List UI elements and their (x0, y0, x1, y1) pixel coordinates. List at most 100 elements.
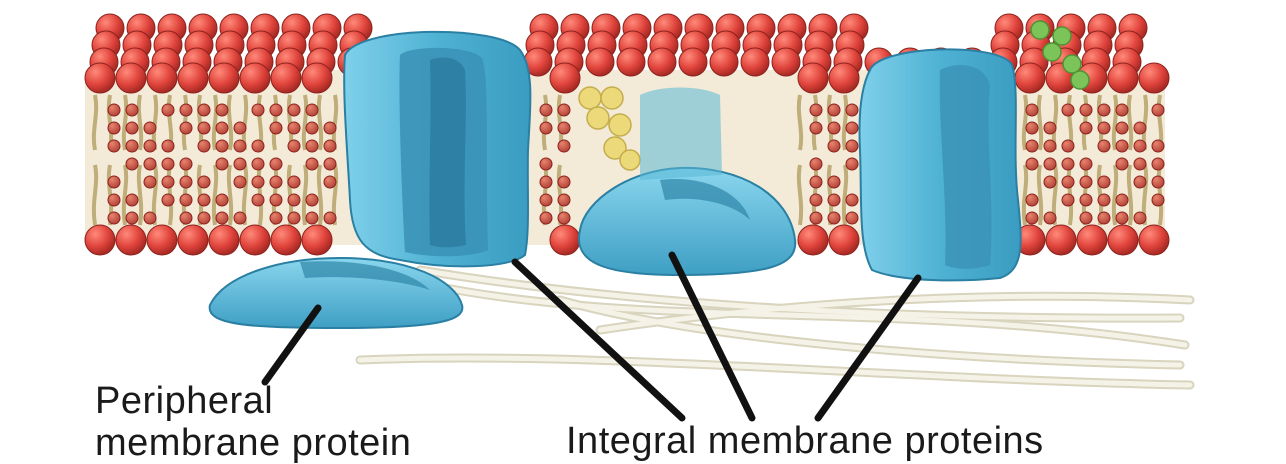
interior-lipid (1134, 140, 1146, 152)
interior-lipid (1098, 140, 1110, 152)
interior-lipid (1062, 176, 1074, 188)
interior-lipid (108, 140, 120, 152)
phospholipid-head (178, 63, 208, 93)
interior-lipid (1080, 212, 1092, 224)
interior-lipid (180, 104, 192, 116)
phospholipid-head (209, 225, 239, 255)
interior-lipid (162, 140, 174, 152)
fatty-acid-tail (1024, 95, 1026, 150)
interior-lipid (558, 212, 570, 224)
interior-lipid (216, 158, 228, 170)
interior-lipid (1134, 176, 1146, 188)
phospholipid-head (302, 63, 332, 93)
interior-lipid (540, 212, 552, 224)
interior-lipid (810, 122, 822, 134)
interior-lipid (288, 212, 300, 224)
phospholipid-head (116, 225, 146, 255)
fatty-acid-tail (94, 165, 96, 225)
interior-lipid (270, 212, 282, 224)
interior-lipid (108, 194, 120, 206)
phospholipid-head (617, 48, 645, 76)
phospholipid-head (1108, 225, 1138, 255)
phospholipid-head (586, 48, 614, 76)
fatty-acid-tail (304, 165, 306, 225)
interior-lipid (540, 104, 552, 116)
fatty-acid-tail (124, 95, 126, 150)
fatty-acid-tail (304, 95, 306, 150)
interior-lipid (198, 176, 210, 188)
interior-lipid (324, 212, 336, 224)
interior-lipid (558, 140, 570, 152)
interior-lipid (288, 122, 300, 134)
phospholipid-head (147, 225, 177, 255)
interior-lipid (558, 194, 570, 206)
interior-lipid (198, 194, 210, 206)
interior-lipid (180, 176, 192, 188)
interior-lipid (1116, 212, 1128, 224)
fatty-acid-tail (1114, 95, 1116, 150)
interior-lipid (162, 194, 174, 206)
phospholipid-head (710, 48, 738, 76)
interior-lipid (270, 122, 282, 134)
interior-lipid (144, 212, 156, 224)
interior-lipid (828, 140, 840, 152)
label-peripheral-membrane-protein: Peripheral membrane protein (95, 380, 411, 464)
interior-lipid (1134, 212, 1146, 224)
fatty-acid-tail (124, 165, 126, 225)
integral-protein-channel (344, 32, 530, 266)
label-peripheral-line1: Peripheral (95, 380, 411, 422)
phospholipid-head (1139, 225, 1169, 255)
fatty-acid-tail (319, 165, 321, 225)
fatty-acid-tail (94, 95, 96, 150)
interior-lipid (180, 122, 192, 134)
interior-lipid (810, 176, 822, 188)
interior-lipid (306, 194, 318, 206)
interior-lipid (846, 104, 858, 116)
interior-lipid (108, 212, 120, 224)
phospholipid-head (798, 63, 828, 93)
interior-lipid (1152, 104, 1164, 116)
interior-lipid (126, 140, 138, 152)
interior-lipid (252, 104, 264, 116)
interior-lipid (198, 140, 210, 152)
interior-lipid (1116, 140, 1128, 152)
interior-lipid (540, 122, 552, 134)
fatty-acid-tail (799, 95, 801, 150)
interior-lipid (126, 122, 138, 134)
phospholipid-head (798, 225, 828, 255)
interior-lipid (1026, 104, 1038, 116)
interior-lipid (1116, 122, 1128, 134)
phospholipid-head (1139, 63, 1169, 93)
phospholipid-head (240, 63, 270, 93)
interior-lipid (846, 122, 858, 134)
interior-lipid (1044, 212, 1056, 224)
interior-lipid (324, 122, 336, 134)
fatty-acid-tail (844, 165, 846, 225)
interior-lipid (810, 194, 822, 206)
interior-lipid (162, 158, 174, 170)
interior-lipid (288, 104, 300, 116)
phospholipid-head (147, 63, 177, 93)
interior-lipid (1044, 176, 1056, 188)
fatty-acid-tail (1129, 95, 1131, 150)
interior-lipid (216, 212, 228, 224)
phospholipid-head (178, 225, 208, 255)
interior-lipid (234, 122, 246, 134)
interior-lipid (198, 212, 210, 224)
interior-lipid (1116, 104, 1128, 116)
interior-lipid (306, 158, 318, 170)
interior-lipid (252, 140, 264, 152)
interior-lipid (216, 194, 228, 206)
fatty-acid-tail (1039, 95, 1041, 150)
phospholipid-head (302, 225, 332, 255)
cytoskeleton-fibers-inner (360, 270, 1190, 385)
phospholipid-head (85, 63, 115, 93)
interior-lipid (144, 140, 156, 152)
interior-lipid (270, 158, 282, 170)
interior-lipid (324, 140, 336, 152)
interior-lipid (126, 194, 138, 206)
interior-lipid (1044, 158, 1056, 170)
interior-lipid (1026, 140, 1038, 152)
interior-lipid (1098, 122, 1110, 134)
fatty-acid-tail (139, 165, 141, 225)
